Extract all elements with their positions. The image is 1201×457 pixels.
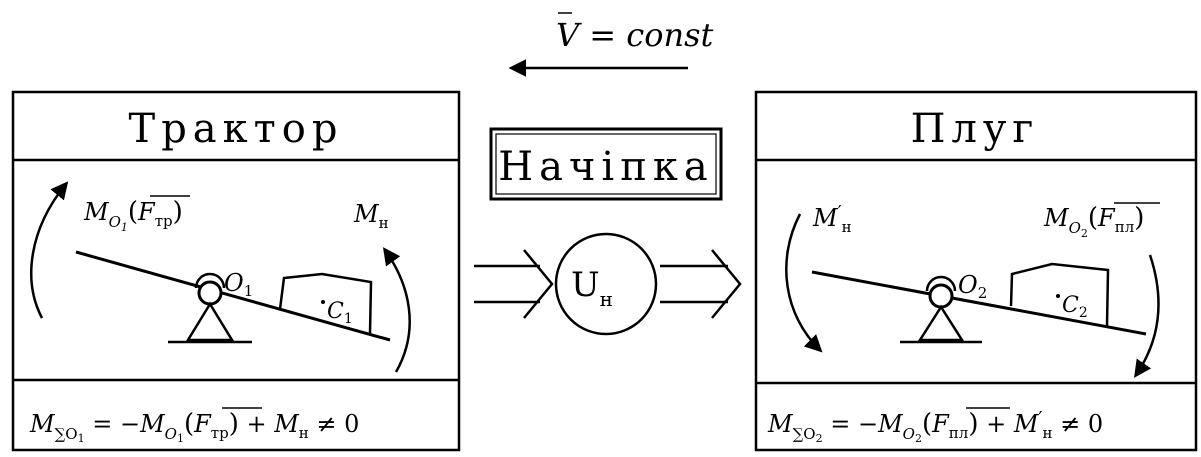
hitch-title: Начіпка — [498, 144, 713, 190]
plough-resistance-moment-label: MO2(Fпл) — [1043, 202, 1160, 240]
plough-moment-formula: M∑O2 = −MO2(Fпл) + M′н ≠ 0 — [767, 408, 1103, 445]
tractor-mass-block — [278, 272, 373, 334]
velocity-label: V = const — [556, 12, 713, 54]
tractor-friction-moment-arrow — [30, 181, 69, 319]
plough-resistance-moment-arrow — [1134, 254, 1160, 378]
tractor-moment-formula: M∑O1 = −MO1(Fтр) + Mн ≠ 0 — [29, 409, 359, 445]
plough-lever — [811, 270, 1147, 336]
tractor-hitch-moment-arrow — [382, 247, 411, 373]
gear-ratio-label: Uн — [571, 265, 613, 311]
tractor-hitch-moment-label: Mн — [353, 200, 389, 232]
tractor-mass-center-label: C1 — [327, 299, 353, 327]
tractor-friction-moment-label: MO1(Fтр) — [83, 195, 190, 234]
tractor-pivot — [168, 272, 252, 344]
input-double-arrow — [474, 249, 554, 319]
plough-mass-block — [1009, 262, 1110, 327]
tractor-lever — [75, 250, 391, 342]
plough-panel: Плуг M′н MO2(Fпл) O2 — [754, 90, 1198, 452]
output-double-arrow — [660, 249, 742, 319]
plough-hitch-moment-label: M′н — [812, 202, 852, 236]
svg-text:MO2(Fпл): MO2(Fпл) — [1043, 203, 1144, 240]
plough-hitch-moment-arrow — [785, 213, 823, 353]
tractor-panel: Трактор MO1(Fтр) Mн O1 — [11, 90, 461, 452]
velocity-symbol: V — [556, 16, 582, 54]
velocity-equation: = const — [579, 16, 713, 54]
svg-text:V = const: V = const — [556, 16, 713, 54]
plough-pivot-label: O2 — [958, 271, 987, 302]
svg-text:MO1(Fтр): MO1(Fтр) — [83, 197, 183, 234]
plough-mass-center-label: C2 — [1062, 293, 1088, 321]
plough-pivot — [900, 275, 982, 344]
gear-ratio-node — [554, 232, 658, 336]
hitch-block: Начіпка — [489, 127, 723, 201]
tractor-pivot-label: O1 — [224, 269, 253, 300]
plough-title: Плуг — [911, 106, 1040, 152]
tractor-title: Трактор — [129, 106, 344, 152]
